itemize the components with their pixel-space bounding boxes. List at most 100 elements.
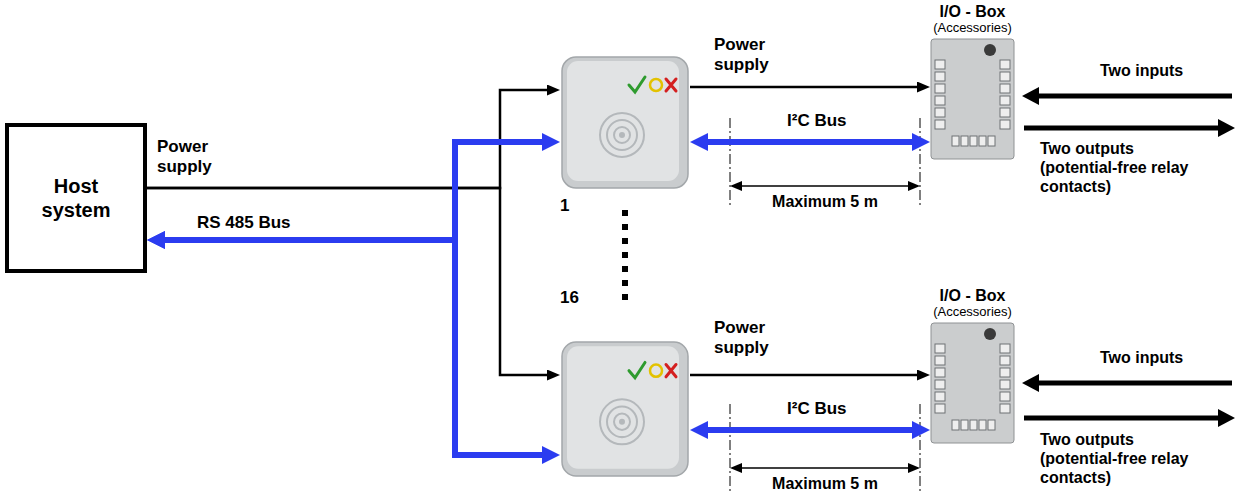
connector-label: RS 485 Bus	[195, 213, 293, 233]
io-box-illustration	[930, 38, 1015, 160]
dimension-label: Maximum 5 m	[730, 475, 920, 494]
terminal	[935, 380, 945, 389]
io-box: I/O - Box(Accessories)	[930, 38, 1015, 160]
text-holder: I/O - Box(Accessories)	[900, 3, 1045, 36]
terminal	[1000, 380, 1010, 389]
reader-illustration	[560, 340, 690, 478]
power-line	[147, 188, 547, 375]
io-led	[984, 328, 996, 340]
text-holder: Host system	[26, 174, 126, 222]
terminal	[935, 108, 945, 117]
power-line	[690, 374, 917, 377]
i2c-bus	[708, 139, 912, 145]
terminal	[1000, 368, 1010, 377]
terminal	[952, 420, 959, 430]
io-box: I/O - Box(Accessories)	[930, 322, 1015, 444]
rfid-symbol	[619, 419, 625, 425]
terminal	[1000, 60, 1010, 69]
terminal	[1000, 404, 1010, 413]
reader-device: 1	[560, 55, 690, 190]
box-label: Host system	[26, 174, 126, 222]
input-arrow	[1039, 381, 1232, 386]
host-system-box: Host system	[5, 123, 147, 273]
part-note: (Accessories)	[900, 21, 1045, 36]
reader-device: 16	[560, 340, 690, 478]
terminal	[935, 368, 945, 377]
rfid-symbol	[614, 127, 630, 143]
part-name: I/O - Box	[900, 3, 1045, 21]
io-housing	[931, 323, 1014, 443]
dimension-line	[920, 118, 921, 206]
reader-face	[567, 346, 679, 469]
terminal	[935, 120, 945, 129]
connector-label: I²C Bus	[785, 111, 849, 131]
output-arrow	[1024, 126, 1218, 131]
ok-symbol	[629, 77, 645, 92]
terminal	[935, 344, 945, 353]
reader-face	[567, 61, 679, 181]
output-arrow	[1024, 416, 1218, 421]
terminal	[988, 136, 995, 146]
io-label: Two inputs	[1100, 62, 1183, 81]
rfid-symbol	[600, 399, 644, 444]
terminal	[935, 392, 945, 401]
dimension-line	[920, 404, 921, 494]
dimension-line	[730, 404, 731, 494]
terminal	[979, 136, 986, 146]
rs485-bus	[165, 240, 542, 455]
busy-symbol	[650, 79, 662, 91]
io-housing	[931, 39, 1014, 159]
reader-housing	[562, 342, 688, 476]
power-line	[690, 86, 917, 89]
terminal	[970, 420, 977, 430]
dimension-arrow	[742, 467, 908, 469]
rfid-symbol	[619, 132, 625, 138]
reader-illustration	[560, 55, 690, 190]
terminal	[935, 72, 945, 81]
text-holder: 1	[560, 196, 569, 216]
terminal	[935, 96, 945, 105]
connector-label: I²C Bus	[785, 399, 849, 419]
terminal	[979, 420, 986, 430]
connector-label: Power supply	[712, 318, 788, 358]
dimension-label: Maximum 5 m	[730, 193, 920, 212]
input-arrow	[1039, 94, 1232, 99]
text-holder: 16	[560, 288, 579, 308]
part-name: I/O - Box	[900, 287, 1045, 305]
terminal	[1000, 108, 1010, 117]
part-note: (Accessories)	[900, 305, 1045, 320]
busy-symbol	[650, 365, 662, 377]
reader-housing	[562, 57, 688, 188]
terminal	[1000, 392, 1010, 401]
terminal	[952, 136, 959, 146]
io-label: Two outputs (potential-free relay contac…	[1040, 431, 1190, 488]
connector-label: Power supply	[155, 137, 231, 177]
callout-number: 1	[560, 196, 569, 216]
terminal	[961, 136, 968, 146]
error-symbol	[666, 79, 676, 91]
ellipsis-dots	[622, 210, 628, 300]
ok-symbol	[629, 362, 645, 377]
terminal	[935, 356, 945, 365]
terminal	[970, 136, 977, 146]
terminal	[1000, 120, 1010, 129]
terminal	[1000, 96, 1010, 105]
callout-number: 16	[560, 288, 579, 308]
i2c-bus	[708, 427, 912, 433]
io-box-illustration	[930, 322, 1015, 444]
terminal	[1000, 84, 1010, 93]
terminal	[1000, 356, 1010, 365]
terminal	[1000, 344, 1010, 353]
terminal	[935, 84, 945, 93]
connector-group	[147, 87, 917, 455]
rfid-symbol	[607, 120, 637, 150]
terminal	[935, 404, 945, 413]
terminal	[1000, 72, 1010, 81]
error-symbol	[666, 365, 676, 377]
rfid-symbol	[607, 406, 637, 437]
terminal	[961, 420, 968, 430]
io-label: Two inputs	[1100, 349, 1183, 368]
terminal	[988, 420, 995, 430]
rfid-symbol	[600, 113, 644, 157]
